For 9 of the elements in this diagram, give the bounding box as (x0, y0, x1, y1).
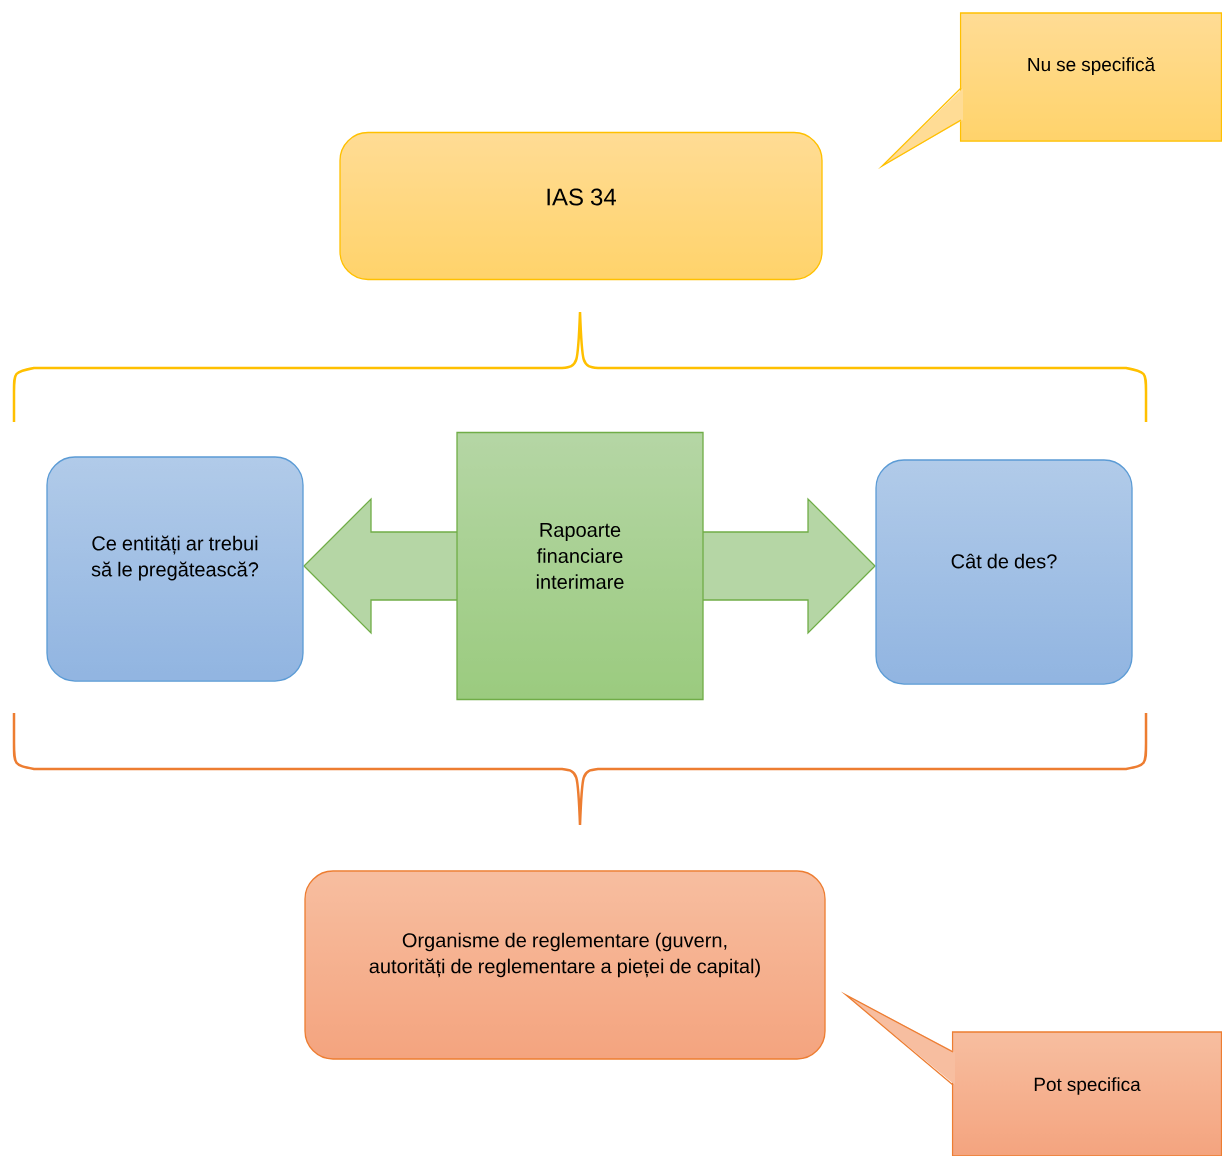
process-box: Organisme de reglementare (guvern, autorități de reglementare a pieței de capital) (304, 870, 826, 1060)
process-box: IAS 34 (339, 131, 823, 281)
callout-box: Pot specifica (840, 991, 1222, 1156)
process-box: Ce entități ar trebui să le pregătească? (46, 456, 304, 682)
block-arrow (701, 497, 876, 635)
block-arrow (303, 497, 459, 635)
callout-box: Nu se specifică (877, 12, 1222, 170)
arrow-center-box: Rapoarte financiare interimare (456, 431, 704, 701)
process-box: Cât de des? (875, 459, 1133, 685)
